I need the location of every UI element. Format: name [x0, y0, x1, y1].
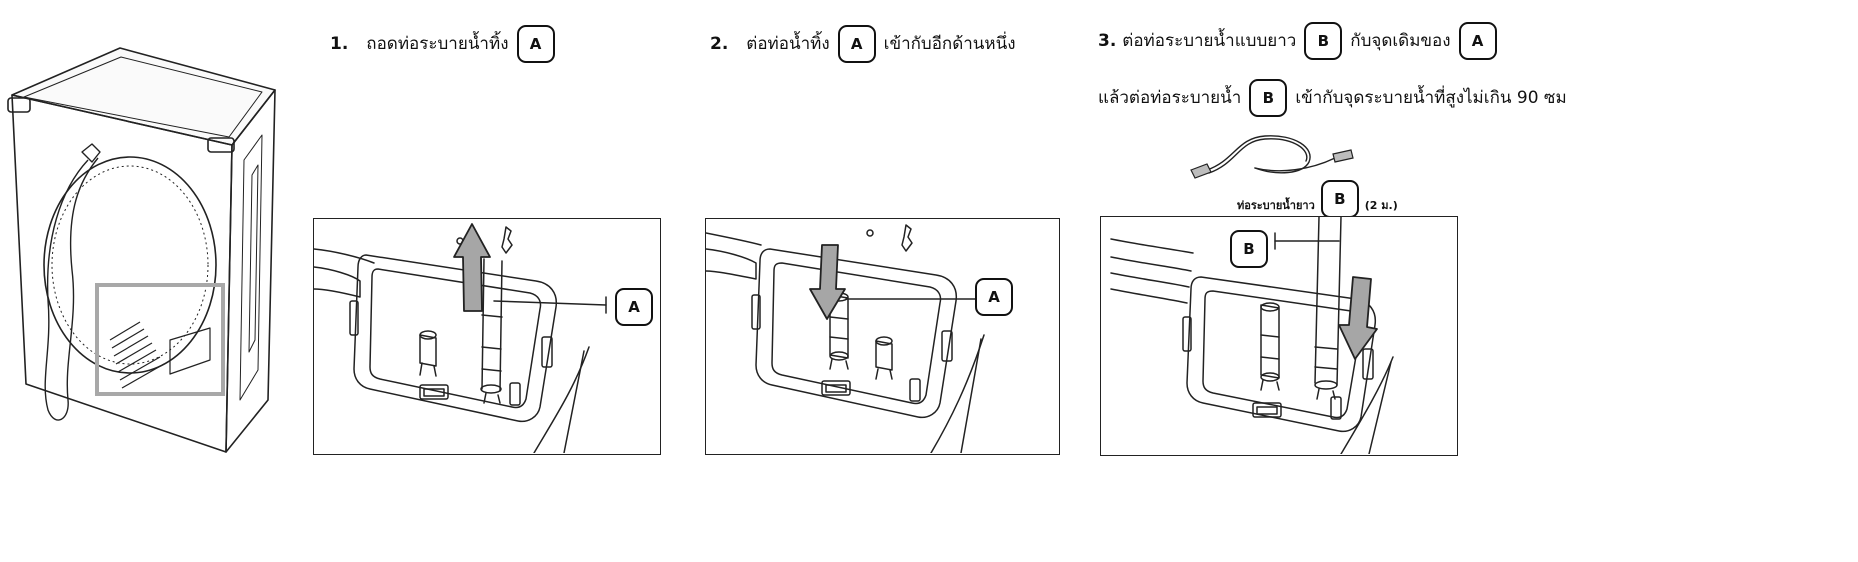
down-arrow-icon [1338, 276, 1378, 360]
step-1-number: 1. [330, 34, 349, 54]
step-3-callout-b: B [1230, 230, 1268, 268]
step-2-text-after: เข้ากับอีกด้านหนึ่ง [883, 34, 1016, 54]
step-3-line-2-after: เข้ากับจุดระบายน้ำที่สูงไม่เกิน 90 ซม [1295, 88, 1567, 108]
step-2-instruction: 2. ต่อท่อน้ำทิ้ง A เข้ากับอีกด้านหนึ่ง [710, 25, 1016, 63]
hose-label: ท่อระบายน้ำยาว [1237, 199, 1315, 212]
step-1-text: ถอดท่อระบายน้ำทิ้ง [366, 34, 509, 54]
step-3-number: 3. [1098, 31, 1117, 51]
step-1-badge-a: A [516, 25, 555, 63]
hose-badge-b: B [1320, 180, 1359, 218]
step-2-text-before: ต่อท่อน้ำทิ้ง [746, 34, 830, 54]
step-1-panel [313, 218, 661, 455]
step-2-badge-a: A [837, 25, 876, 63]
step-3-badge-a: A [1458, 22, 1497, 60]
step-3-drawing [1110, 217, 1394, 454]
highlight-box [95, 283, 225, 396]
up-arrow-icon [453, 223, 491, 312]
dryer-rear-illustration [0, 40, 280, 500]
step-3-badge-b: B [1304, 22, 1343, 60]
step-2-number: 2. [710, 34, 729, 54]
long-hose-illustration [1185, 130, 1365, 190]
step-1-callout-a: A [615, 288, 653, 326]
step-2-drawing [706, 224, 985, 453]
step-2-callout-a: A [975, 278, 1013, 316]
hose-length: (2 ม.) [1364, 199, 1398, 212]
dryer-drawing [7, 47, 276, 453]
step-3-line-1-text: ต่อท่อระบายน้ำแบบยาว [1122, 31, 1297, 51]
step-1-drawing [314, 223, 607, 453]
step-3-line-1-middle: กับจุดเดิมของ [1350, 31, 1451, 51]
hose-label-row: ท่อระบายน้ำยาว B (2 ม.) [1237, 180, 1398, 218]
step-3-panel [1100, 216, 1458, 456]
step-2-panel [705, 218, 1060, 455]
down-arrow-icon [809, 244, 846, 320]
long-hose-drawing [1190, 135, 1354, 179]
step-3-line-1: 3. ต่อท่อระบายน้ำแบบยาว B กับจุดเดิมของ … [1098, 22, 1505, 60]
step-3-line-2: แล้วต่อท่อระบายน้ำ B เข้ากับจุดระบายน้ำท… [1098, 79, 1567, 117]
step-3-line-2-badge-b: B [1249, 79, 1288, 117]
step-3-line-2-text: แล้วต่อท่อระบายน้ำ [1098, 88, 1242, 108]
step-1-instruction: 1. ถอดท่อระบายน้ำทิ้ง A [330, 25, 563, 63]
